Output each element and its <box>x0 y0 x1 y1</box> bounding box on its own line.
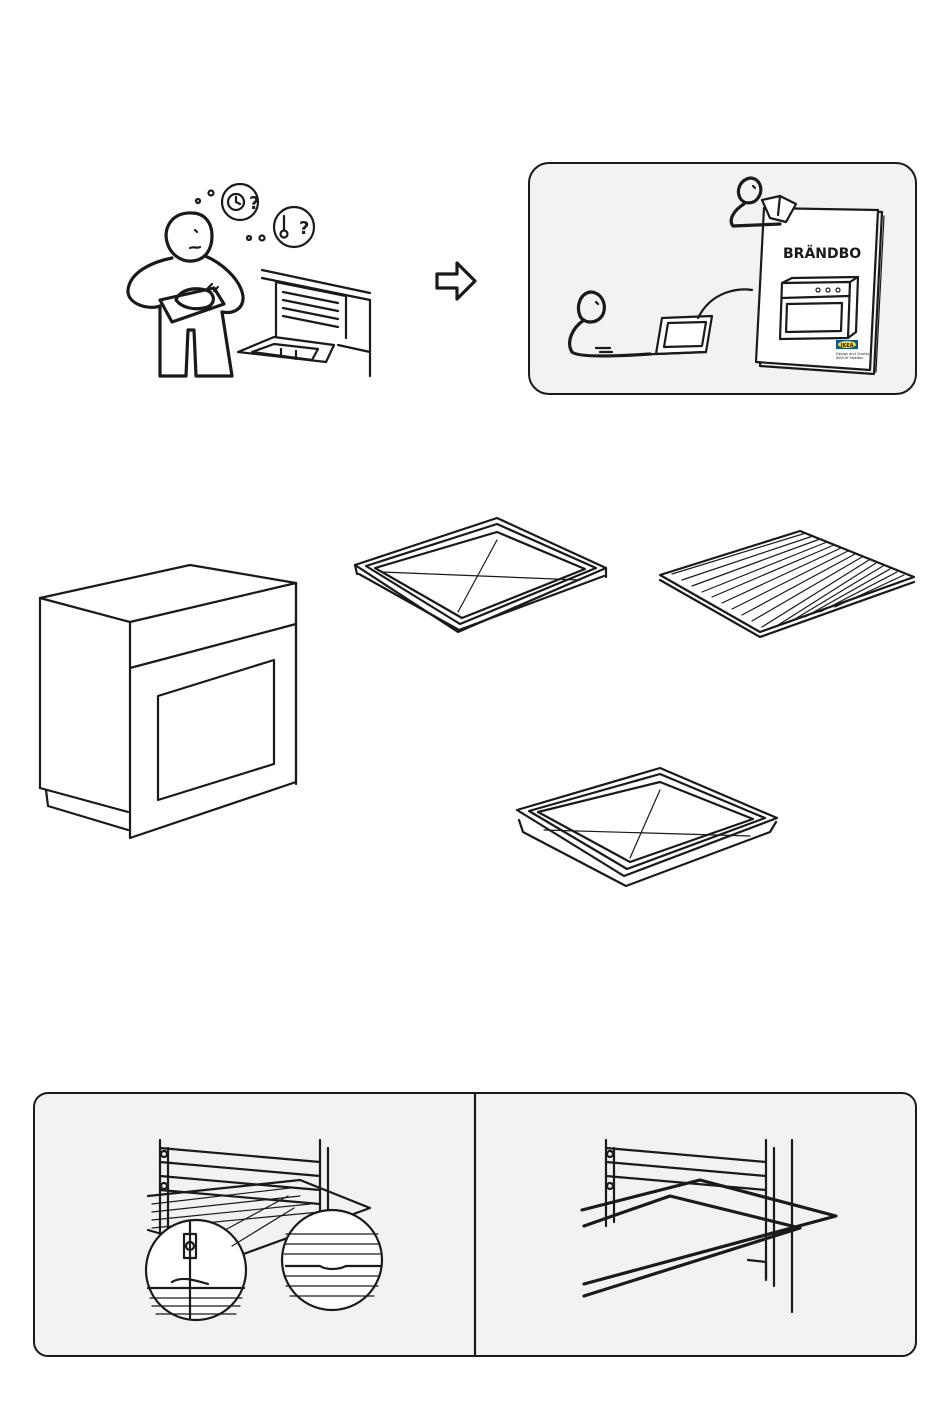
svg-text:IKEA: IKEA <box>840 343 853 349</box>
baking-tray-illustration <box>355 518 606 632</box>
thought-bubbles: ? ? <box>196 184 314 247</box>
confused-cook-illustration <box>128 213 243 376</box>
booklet-product-name: BRÄNDBO <box>783 245 861 262</box>
open-oven-illustration <box>238 270 370 376</box>
zoom-detail-left <box>146 1220 246 1320</box>
built-in-oven-illustration <box>40 565 296 838</box>
manual-reference-panel: BRÄNDBO IKEA Design and Quality IKEA of … <box>529 163 916 394</box>
booklet-small-text-2: IKEA of Sweden <box>836 356 863 360</box>
clock-icon <box>228 194 244 210</box>
wire-rack-illustration <box>660 531 914 637</box>
thermometer-icon <box>281 216 288 238</box>
ikea-logo: IKEA <box>836 340 858 349</box>
deep-roasting-pan-illustration <box>517 768 777 886</box>
zoom-detail-right <box>282 1210 382 1310</box>
arrow-right-outline-icon <box>437 263 475 299</box>
question-mark-icon: ? <box>299 218 309 239</box>
question-mark-icon: ? <box>249 193 259 214</box>
